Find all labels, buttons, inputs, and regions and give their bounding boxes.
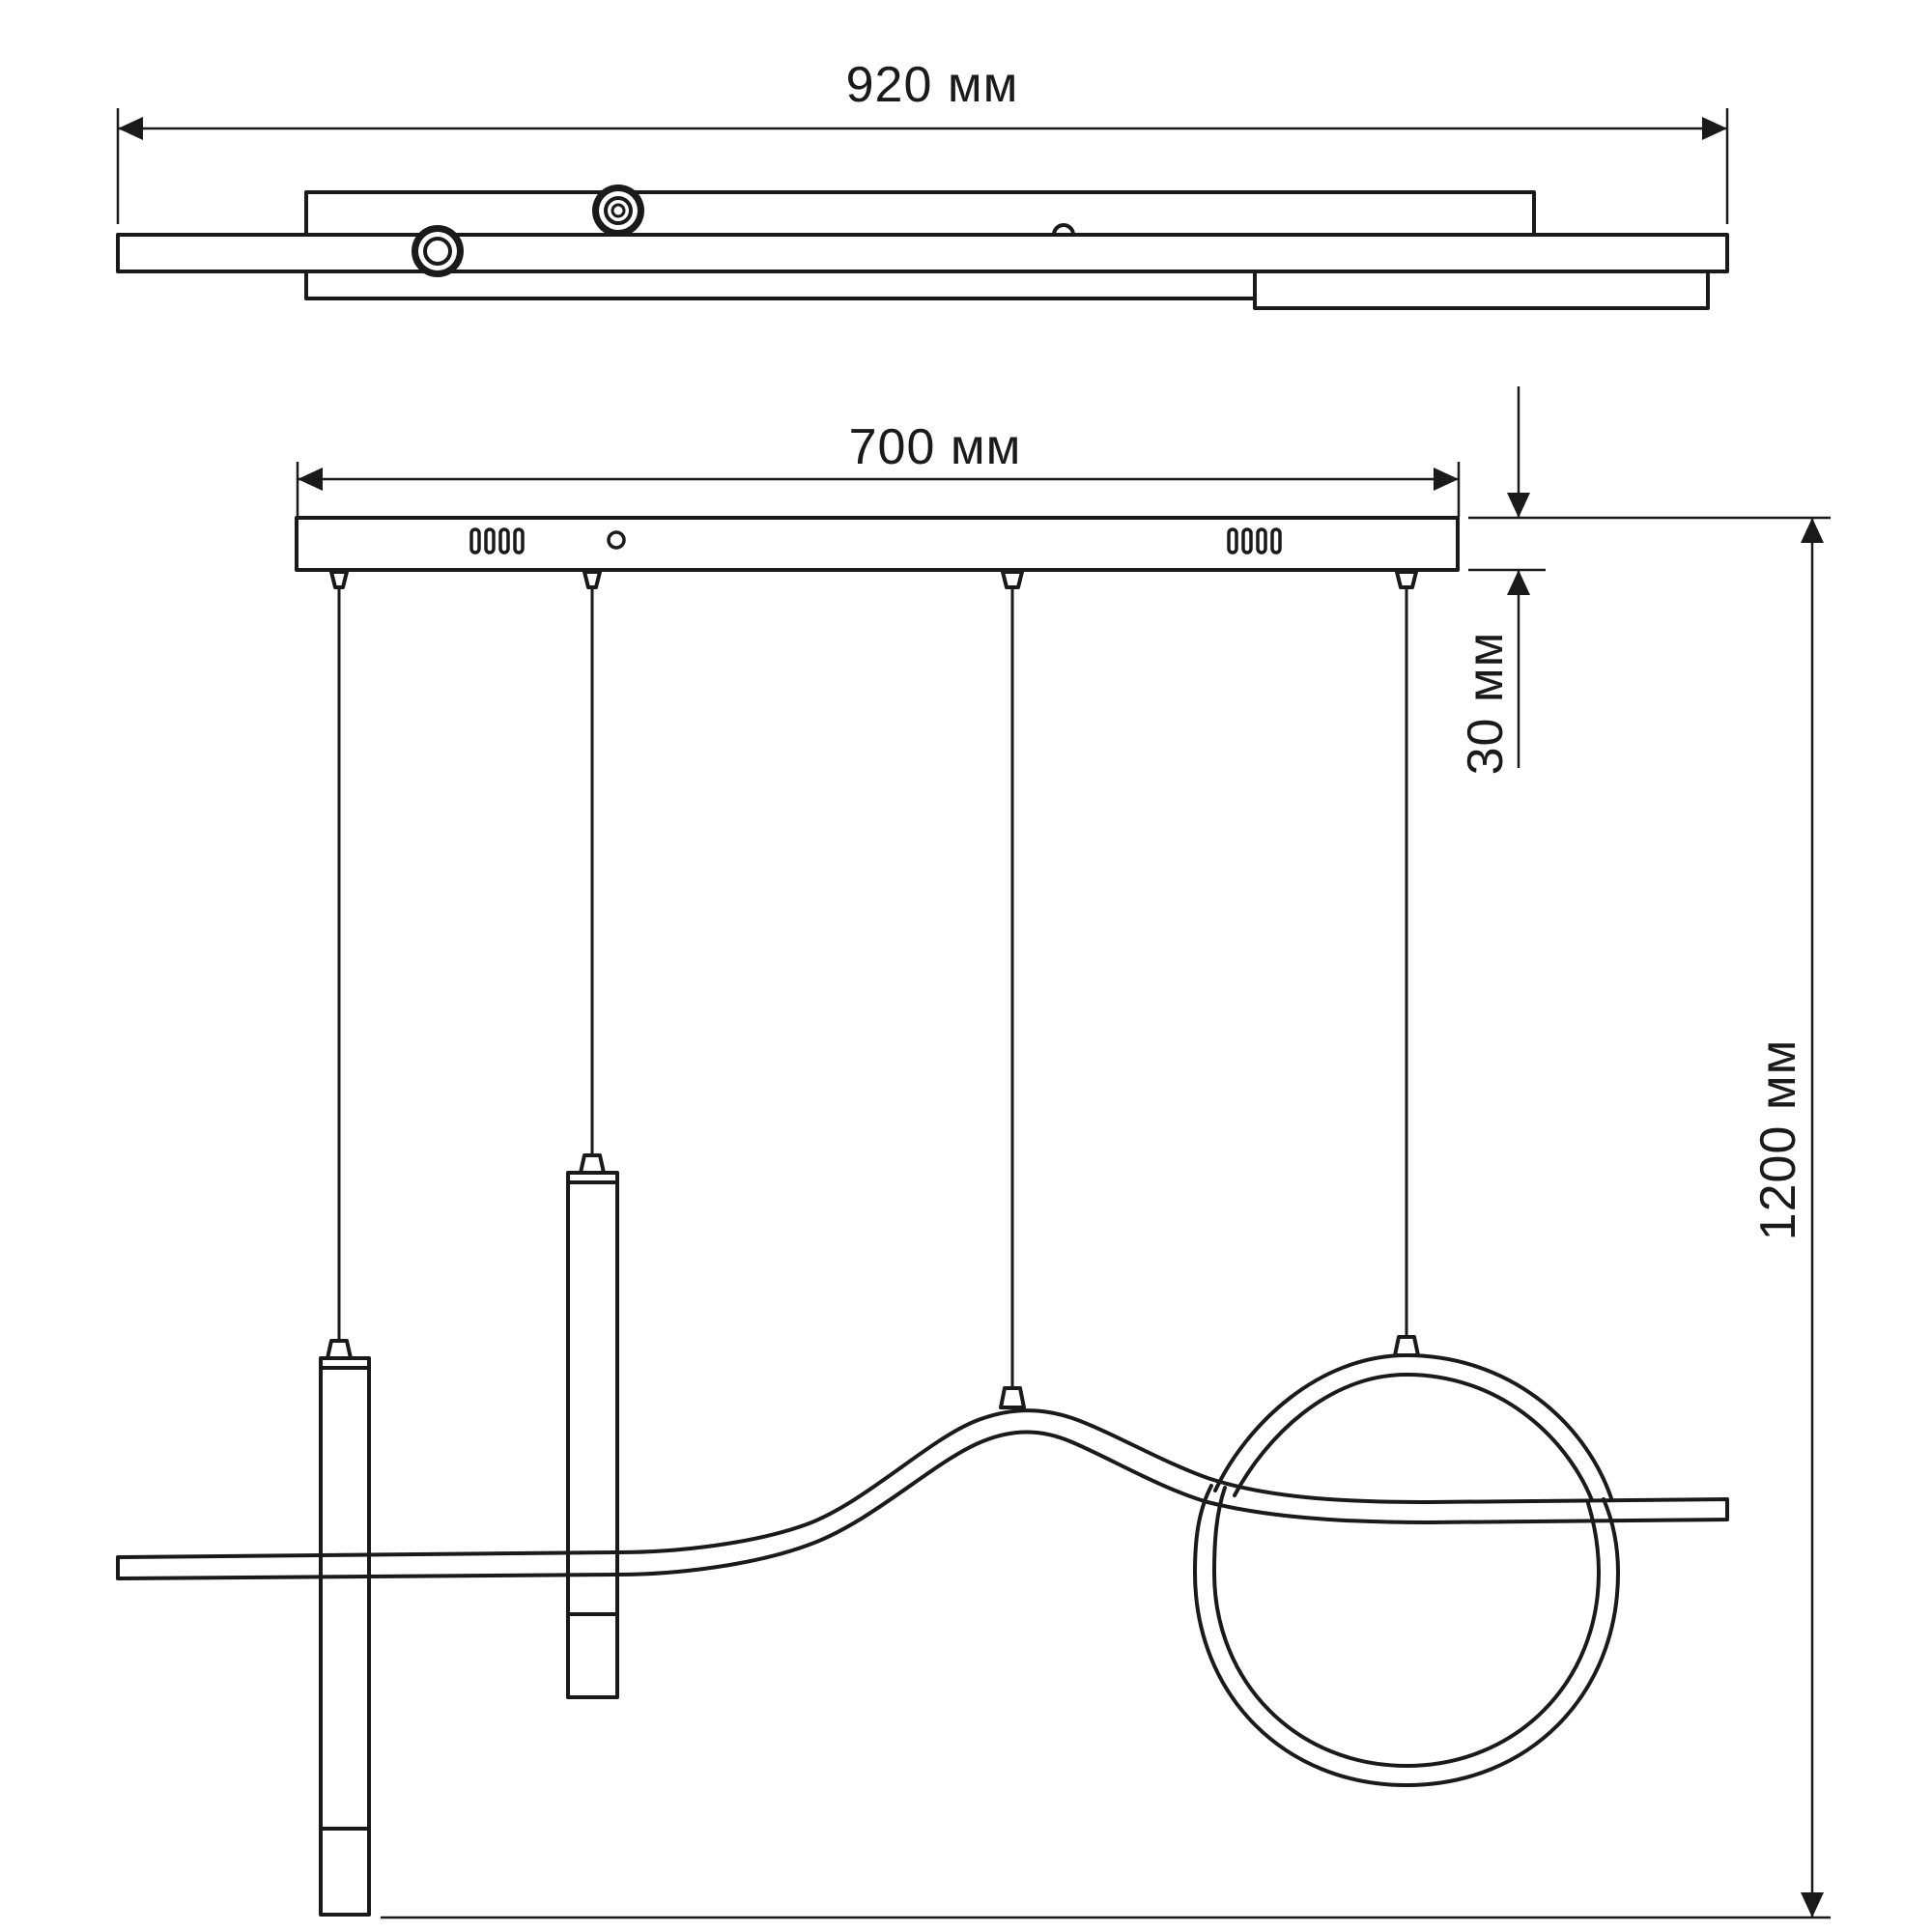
top-right-bar [1253, 270, 1710, 310]
left-tube-pendant [319, 1356, 371, 1917]
middle-tube-pendant [566, 1171, 619, 1699]
front-view: 700 мм 30 мм [116, 386, 1831, 1919]
canopy-height-label: 30 мм [1458, 632, 1514, 776]
top-main-bar [116, 233, 1729, 273]
top-knob-left [412, 225, 464, 277]
top-lower-panel [304, 270, 1257, 300]
top-screw [1052, 223, 1075, 237]
top-knob-right [592, 185, 644, 237]
canopy-vent-right [1227, 527, 1282, 554]
suspension-wires [337, 587, 1408, 1388]
dimension-total-height: 1200 мм [381, 516, 1831, 1919]
dimension-canopy-width: 700 мм [296, 419, 1461, 517]
canopy [295, 516, 1460, 572]
top-back-panel [304, 190, 1536, 237]
canopy-width-label: 700 мм [849, 419, 1022, 475]
canopy-connectors [329, 570, 1418, 589]
top-view: 920 мм [116, 57, 1729, 310]
dimension-top-width: 920 мм [116, 57, 1729, 224]
top-width-label: 920 мм [846, 57, 1019, 113]
canopy-screw [607, 530, 626, 550]
total-height-label: 1200 мм [1750, 1039, 1806, 1241]
dimension-canopy-height: 30 мм [1458, 386, 1546, 775]
fixture-connectors [326, 1153, 1420, 1409]
ring-led [1193, 1353, 1620, 1787]
canopy-vent-left [469, 527, 525, 554]
wave-led-bar [116, 1408, 1729, 1580]
